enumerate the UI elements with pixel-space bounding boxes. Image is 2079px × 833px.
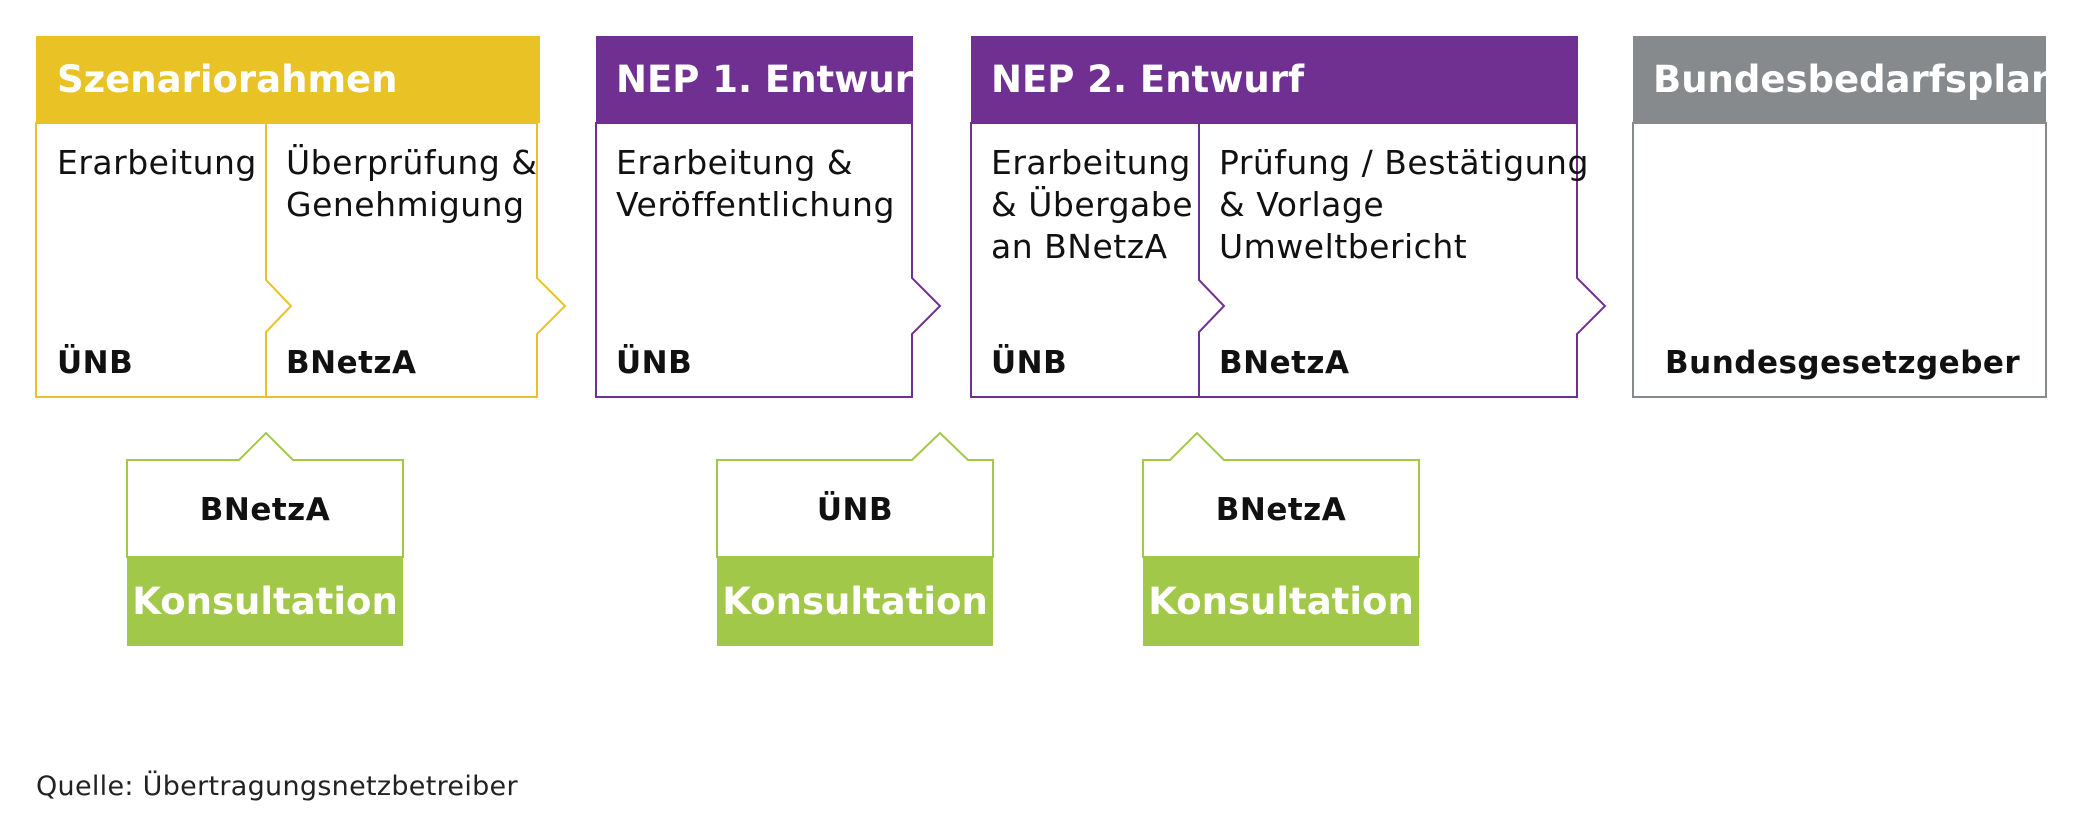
stage-title-bundesbedarfsplan: Bundesbedarfsplan [1653, 58, 2058, 101]
consultation-3-actor: BNetzA [1215, 492, 1347, 528]
consultation-3-label: Konsultation [1148, 580, 1414, 623]
nep2-step-1-box [970, 122, 1226, 398]
nep1-step-box [595, 122, 942, 398]
consultation-1-actor: BNetzA [199, 492, 331, 528]
nep2-header [971, 36, 1578, 123]
consultation-2-label: Konsultation [722, 580, 988, 623]
step-text-nep1-erarbeitung: Erarbeitung & Veröffentlichung [616, 143, 895, 224]
step-text-nep2-erarbeitung: Erarbeitung & Übergabe an BNetzA [991, 143, 1194, 266]
actor-nep2-bnetza: BNetzA [1219, 345, 1350, 381]
step-text-nep2-pruefung: Prüfung / Bestätigung & Vorlage Umweltbe… [1219, 143, 1589, 266]
consultation-1-label: Konsultation [132, 580, 398, 623]
consultation-2-label-bg [717, 557, 993, 646]
actor-nep1-uenb: ÜNB [616, 345, 693, 381]
actor-nep2-uenb: ÜNB [991, 345, 1068, 381]
szenariorahmen-step-2-box [266, 122, 567, 398]
nep2-step-2-box [1199, 122, 1607, 398]
bundesbedarfsplan-header [1633, 36, 2046, 123]
actor-szenariorahmen-uenb: ÜNB [57, 345, 134, 381]
szenariorahmen-header [36, 36, 540, 123]
bundesbedarfsplan-step-box [1632, 122, 2047, 398]
consultation-1-label-bg [127, 557, 403, 646]
source-note: Quelle: Übertragungsnetzbetreiber [36, 771, 518, 802]
step-text-szenariorahmen-pruefung: Überprüfung & Genehmigung [286, 143, 538, 224]
stage-title-nep2: NEP 2. Entwurf [991, 58, 1305, 101]
actor-bundesgesetzgeber: Bundesgesetzgeber [1665, 345, 2021, 381]
consultation-2-actor: ÜNB [816, 492, 894, 528]
nep1-header [596, 36, 913, 123]
stage-title-szenariorahmen: Szenariorahmen [57, 58, 398, 101]
step-text-szenariorahmen-erarbeitung: Erarbeitung [57, 143, 257, 182]
consultation-3-label-bg [1143, 557, 1419, 646]
stage-title-nep1: NEP 1. Entwurf [616, 58, 930, 101]
actor-szenariorahmen-bnetza: BNetzA [286, 345, 417, 381]
szenariorahmen-step-1-box [35, 122, 293, 398]
